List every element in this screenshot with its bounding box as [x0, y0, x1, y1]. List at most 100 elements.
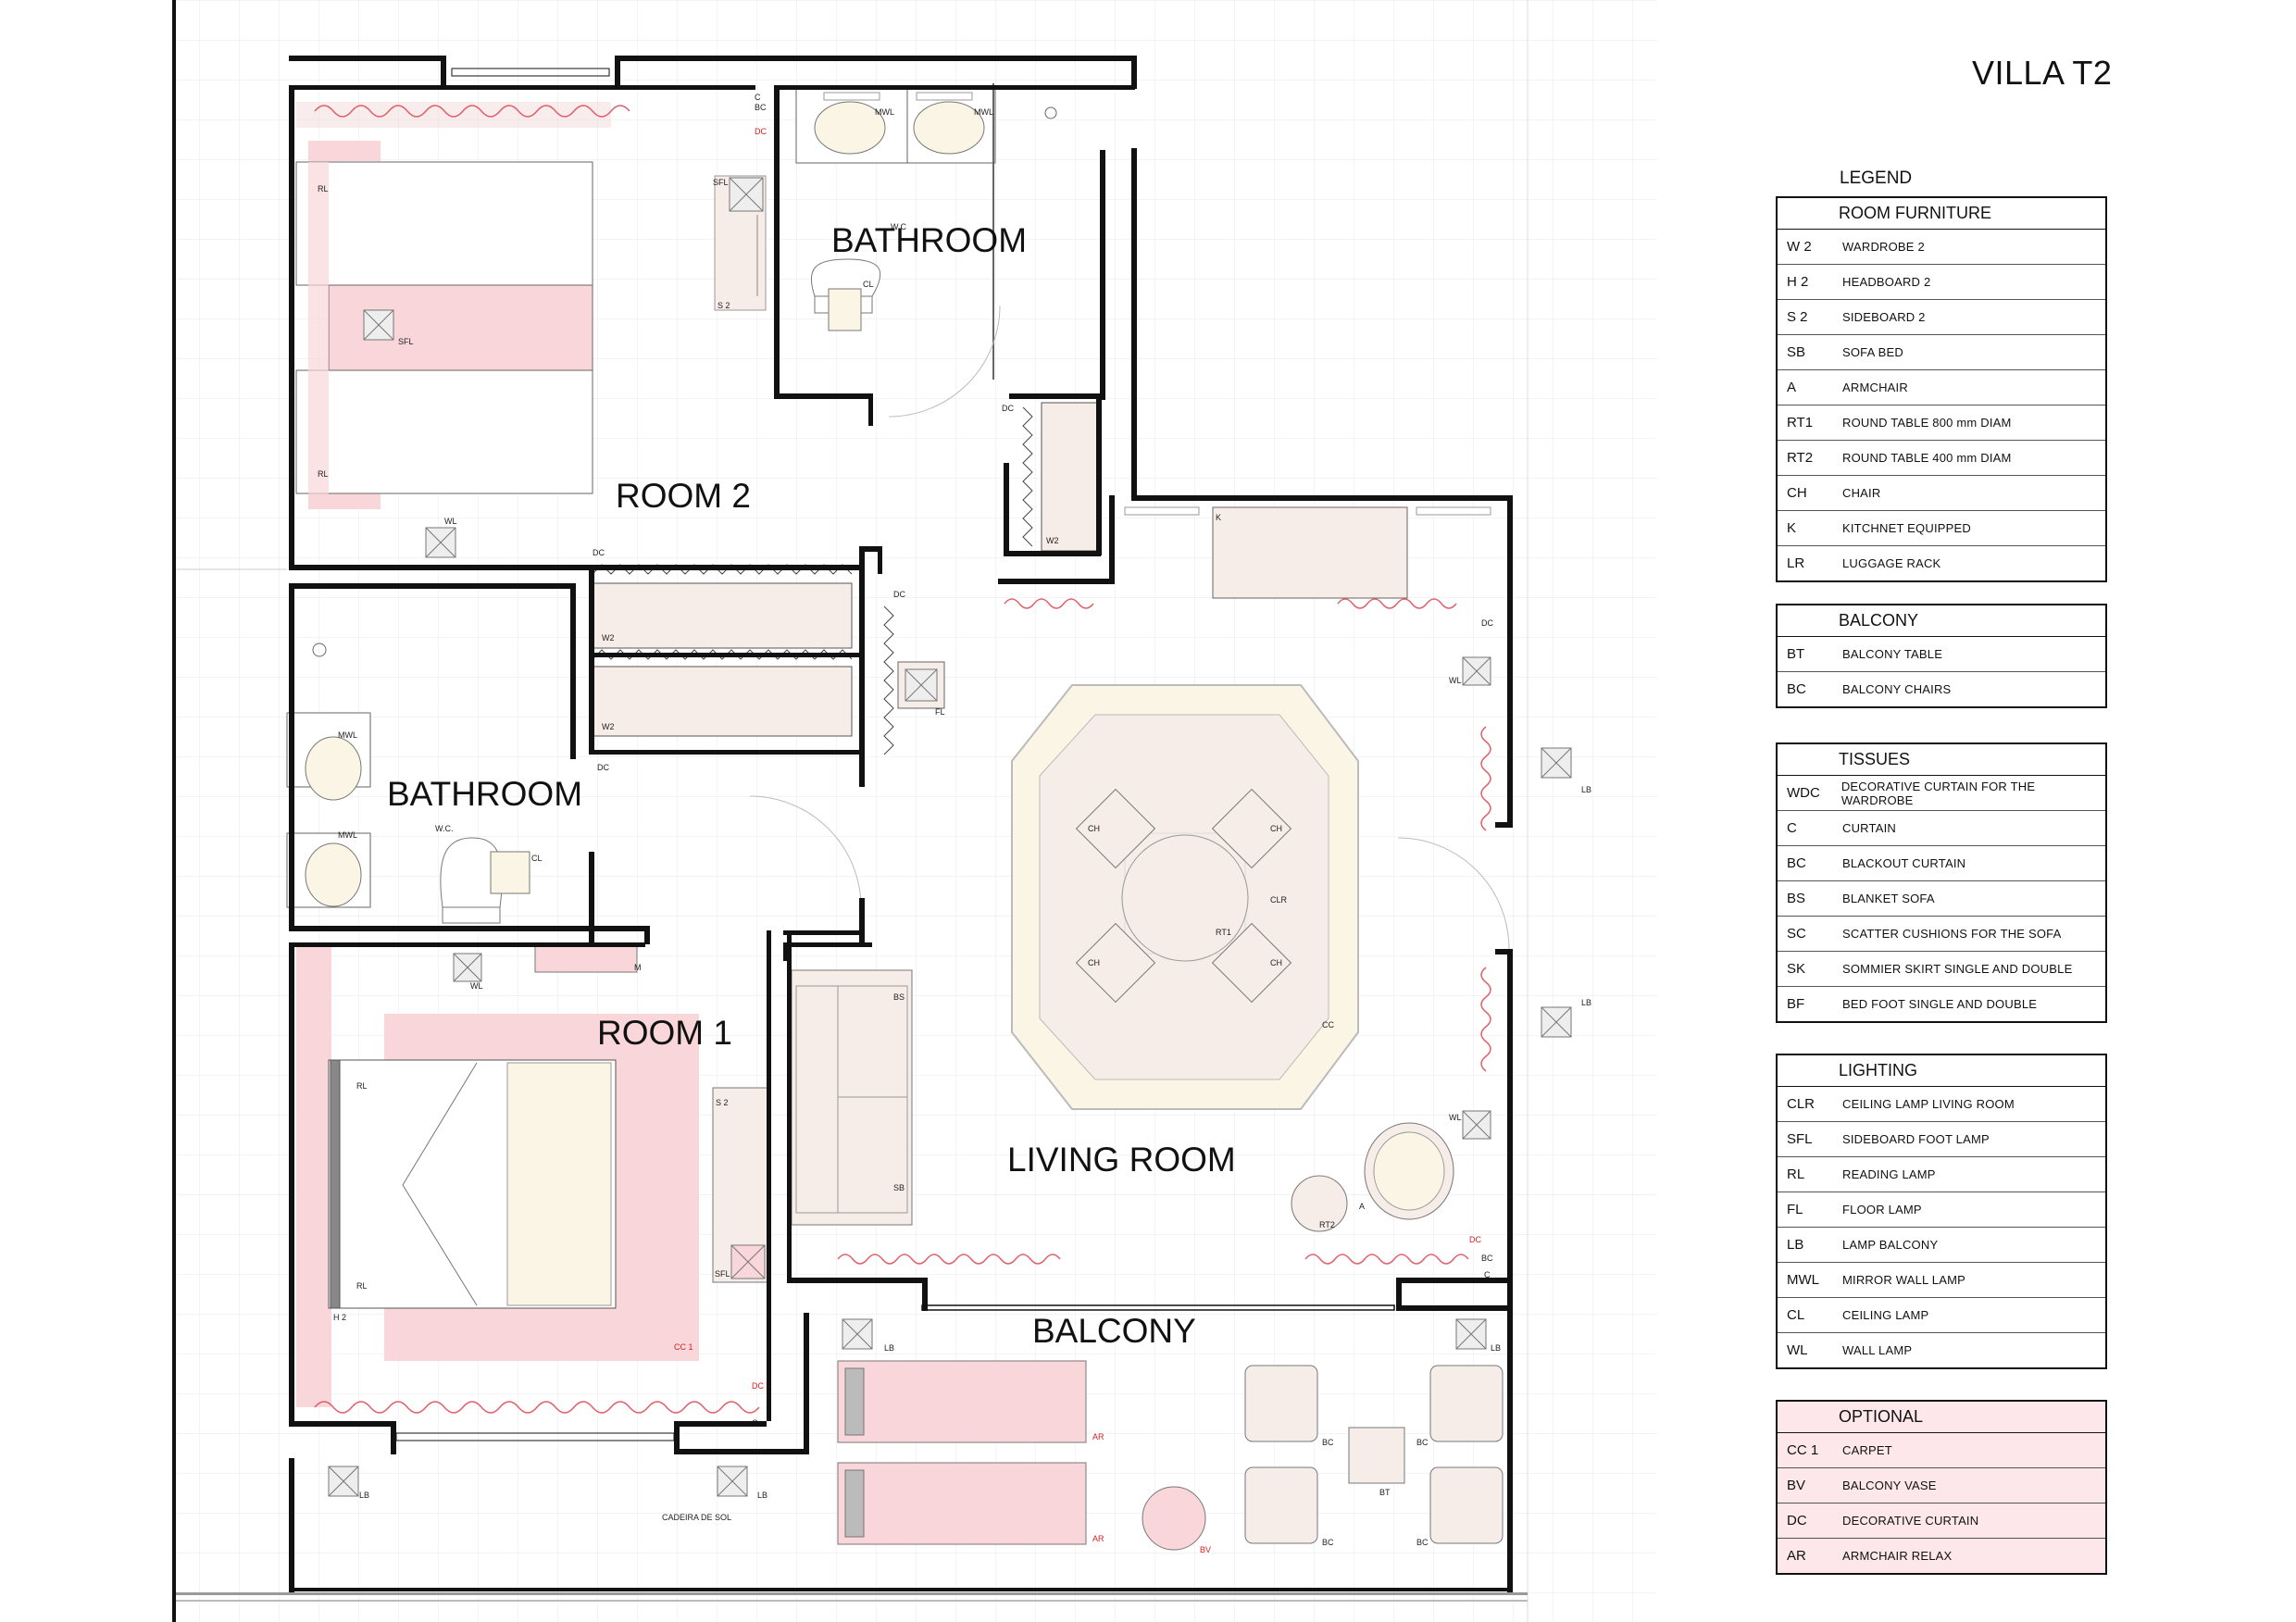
legend-code: BS: [1787, 891, 1806, 906]
label-lb: LB: [884, 1343, 894, 1353]
label-h2: H 2: [333, 1313, 346, 1322]
legend-code: S 2: [1787, 309, 1808, 325]
label-wc: W.C: [891, 222, 906, 231]
legend-code: FL: [1787, 1202, 1803, 1217]
legend-code: H 2: [1787, 274, 1809, 290]
label-bc: BC: [1416, 1438, 1429, 1447]
legend-code: K: [1787, 520, 1797, 536]
legend-description: WALL LAMP: [1842, 1343, 1913, 1357]
legend-code: C: [1787, 820, 1797, 836]
legend-description: CEILING LAMP: [1842, 1308, 1929, 1322]
room-2-label: ROOM 2: [616, 477, 751, 515]
living-room-label: LIVING ROOM: [1007, 1141, 1236, 1179]
legend-description: CHAIR: [1842, 486, 1881, 500]
legend-code: W 2: [1787, 239, 1812, 255]
label-dc: DC: [1481, 618, 1493, 628]
living-room: K CH CH CH CH CLR RT1 CC RT2 A BS SB WL …: [791, 506, 1510, 1279]
legend-description: READING LAMP: [1842, 1167, 1936, 1181]
label-mwl: MWL: [875, 107, 894, 117]
label-sfl: SFL: [398, 337, 414, 346]
legend-row: WDC DECORATIVE CURTAIN FOR THE WARDROBE: [1778, 776, 2105, 811]
label-lb: LB: [1581, 785, 1591, 794]
legend-code: RT2: [1787, 450, 1814, 466]
label-lb: LB: [757, 1491, 767, 1500]
label-bc: BC: [755, 103, 767, 112]
label-w2: W2: [602, 722, 615, 731]
legend-description: BALCONY VASE: [1842, 1479, 1937, 1492]
legend-description: LUGGAGE RACK: [1842, 556, 1941, 570]
legend-section-heading: BALCONY: [1778, 605, 2105, 637]
label-ch: CH: [1088, 958, 1100, 967]
label-w2: W2: [602, 633, 615, 643]
legend-description: BLANKET SOFA: [1842, 892, 1935, 905]
room-1-label: ROOM 1: [597, 1014, 732, 1052]
label-rl: RL: [356, 1281, 368, 1291]
legend-description: BALCONY TABLE: [1842, 647, 1943, 661]
legend-section-heading: LIGHTING: [1778, 1055, 2105, 1087]
bathroom-left: MWL MWL W.C. CL BATHROOM: [286, 643, 862, 924]
label-fl: FL: [935, 707, 945, 717]
label-wl: WL: [1449, 1113, 1462, 1122]
label-lb: LB: [1491, 1343, 1501, 1353]
legend-code: SFL: [1787, 1131, 1813, 1147]
label-bt: BT: [1379, 1488, 1391, 1497]
legend-description: ARMCHAIR RELAX: [1842, 1549, 1953, 1563]
legend-code: WDC: [1787, 785, 1820, 801]
legend-code: CH: [1787, 485, 1807, 501]
legend-code: CL: [1787, 1307, 1805, 1323]
label-dc: DC: [1469, 1235, 1481, 1244]
label-ar: AR: [1092, 1534, 1104, 1543]
label-dc: DC: [752, 1381, 764, 1391]
legend-description: FLOOR LAMP: [1842, 1203, 1922, 1216]
legend-code: AR: [1787, 1548, 1806, 1564]
legend-code: RT1: [1787, 415, 1814, 430]
label-rt1: RT1: [1216, 928, 1231, 937]
legend-row: BV BALCONY VASE: [1778, 1468, 2105, 1503]
label-mwl: MWL: [338, 830, 357, 840]
legend-description: LAMP BALCONY: [1842, 1238, 1939, 1252]
legend-description: DECORATIVE CURTAIN FOR THE WARDROBE: [1841, 779, 2036, 807]
legend-code: BC: [1787, 681, 1806, 697]
plan-title: VILLA T2: [1972, 54, 2113, 92]
label-rt2: RT2: [1319, 1220, 1335, 1229]
legend-description: BLACKOUT CURTAIN: [1842, 856, 1966, 870]
label-s2: S 2: [716, 1098, 729, 1107]
legend-description: BALCONY CHAIRS: [1842, 682, 1952, 696]
label-s2: S 2: [718, 301, 730, 310]
label-lb: LB: [1581, 998, 1591, 1007]
label-m: M: [634, 963, 642, 972]
legend-code: BV: [1787, 1478, 1806, 1493]
label-wl: WL: [444, 517, 457, 526]
label-c: C: [755, 93, 761, 102]
label-lb: LB: [359, 1491, 369, 1500]
legend-code: DC: [1787, 1513, 1807, 1528]
label-rl: RL: [356, 1081, 368, 1091]
room-1: RL RL H 2 CC 1 DC C M WL S 2 SFL ROOM 1: [296, 945, 769, 1428]
legend-code: BF: [1787, 996, 1805, 1012]
label-bv: BV: [1200, 1545, 1211, 1554]
balcony: LB LB LB LB LB LB AR AR BV BT BC BC BC B…: [328, 747, 1591, 1554]
legend-caption: LEGEND: [1840, 168, 1913, 188]
label-cadeira-de-sol: CADEIRA DE SOL: [662, 1513, 731, 1522]
label-cc1: CC 1: [674, 1342, 693, 1352]
label-dc: DC: [893, 590, 905, 599]
label-cl: CL: [531, 854, 543, 863]
legend-code: SC: [1787, 926, 1806, 942]
legend-row: CL CEILING LAMP: [1778, 1298, 2105, 1333]
label-a: A: [1359, 1202, 1365, 1211]
balcony-label: BALCONY: [1032, 1312, 1196, 1350]
label-wc2: W.C.: [435, 824, 454, 833]
label-ch: CH: [1270, 958, 1282, 967]
legend-description: SOFA BED: [1842, 345, 1903, 359]
